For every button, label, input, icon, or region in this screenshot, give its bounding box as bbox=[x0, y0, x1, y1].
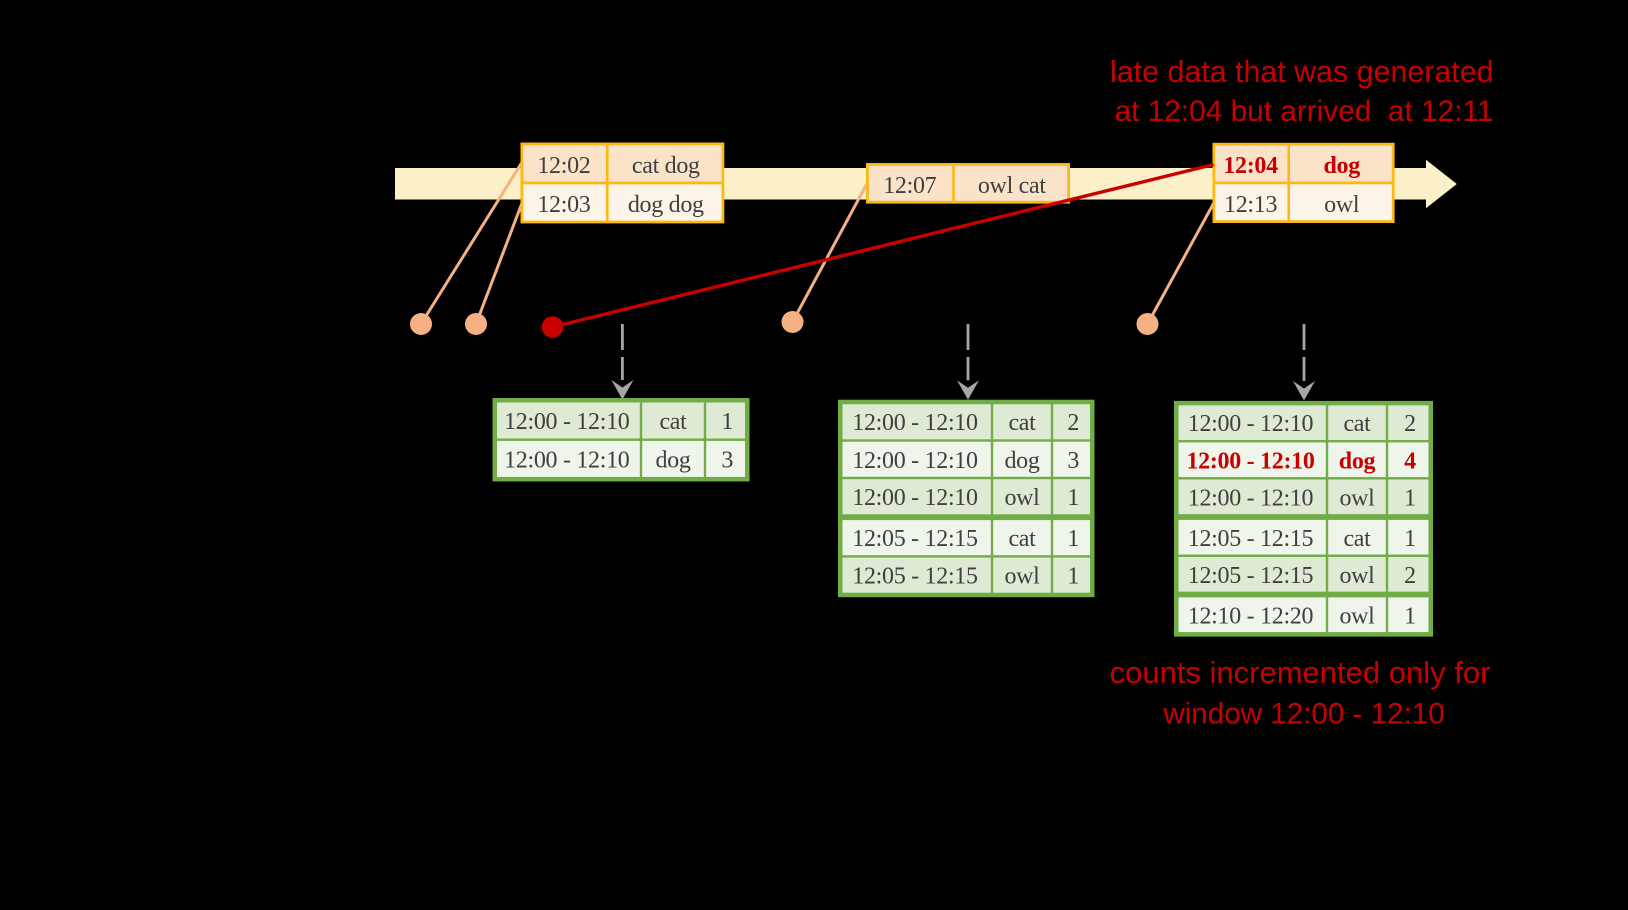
svg-text:owl: owl bbox=[1004, 485, 1040, 511]
svg-text:owl: owl bbox=[1339, 603, 1375, 629]
svg-text:12:00 - 12:10: 12:00 - 12:10 bbox=[504, 409, 630, 435]
svg-text:cat: cat bbox=[1343, 411, 1371, 437]
svg-text:12:03: 12:03 bbox=[537, 192, 590, 218]
svg-text:12:00 - 12:10: 12:00 - 12:10 bbox=[852, 410, 978, 436]
svg-text:12:05 - 12:15: 12:05 - 12:15 bbox=[1188, 563, 1314, 589]
svg-text:12:00 - 12:10: 12:00 - 12:10 bbox=[504, 447, 630, 473]
svg-text:1: 1 bbox=[1404, 526, 1416, 552]
svg-text:3: 3 bbox=[1067, 448, 1079, 474]
svg-text:cat dog: cat dog bbox=[632, 153, 700, 179]
svg-text:12:02: 12:02 bbox=[537, 153, 590, 179]
svg-text:2: 2 bbox=[1404, 563, 1416, 589]
svg-text:12:00 - 12:10: 12:00 - 12:10 bbox=[852, 485, 978, 511]
svg-text:at 12:04 but arrived at 12:11: at 12:04 but arrived at 12:11 bbox=[1115, 95, 1494, 128]
svg-text:2: 2 bbox=[1404, 411, 1416, 437]
svg-text:12:07: 12:07 bbox=[883, 173, 936, 199]
svg-text:1: 1 bbox=[1067, 564, 1079, 590]
svg-text:cat: cat bbox=[1343, 526, 1371, 552]
svg-text:owl: owl bbox=[1324, 192, 1360, 218]
svg-text:dog: dog bbox=[1323, 153, 1360, 179]
svg-text:dog: dog bbox=[655, 447, 690, 473]
svg-text:12:05 - 12:15: 12:05 - 12:15 bbox=[852, 526, 978, 552]
svg-text:3: 3 bbox=[721, 447, 733, 473]
svg-text:cat: cat bbox=[1008, 410, 1036, 436]
svg-text:12:00 - 12:10: 12:00 - 12:10 bbox=[1188, 411, 1314, 437]
svg-text:cat: cat bbox=[659, 409, 687, 435]
svg-text:1: 1 bbox=[1067, 526, 1079, 552]
svg-text:owl: owl bbox=[1339, 563, 1375, 589]
svg-text:2: 2 bbox=[1067, 410, 1079, 436]
svg-text:dog dog: dog dog bbox=[628, 192, 704, 218]
svg-text:owl cat: owl cat bbox=[978, 173, 1047, 199]
svg-text:late data that was generated: late data that was generated bbox=[1110, 55, 1494, 89]
svg-text:4: 4 bbox=[1404, 448, 1416, 474]
svg-text:1: 1 bbox=[721, 409, 733, 435]
svg-text:cat: cat bbox=[1008, 526, 1036, 552]
svg-text:12:13: 12:13 bbox=[1224, 192, 1277, 218]
svg-text:dog: dog bbox=[1339, 448, 1376, 474]
svg-text:1: 1 bbox=[1067, 485, 1079, 511]
svg-text:12:10 - 12:20: 12:10 - 12:20 bbox=[1188, 603, 1314, 629]
svg-text:12:05 - 12:15: 12:05 - 12:15 bbox=[852, 564, 978, 590]
svg-text:owl: owl bbox=[1004, 564, 1040, 590]
svg-text:dog: dog bbox=[1004, 448, 1039, 474]
svg-text:owl: owl bbox=[1339, 485, 1375, 511]
svg-text:1: 1 bbox=[1404, 485, 1416, 511]
svg-text:1: 1 bbox=[1404, 603, 1416, 629]
svg-text:12:00 - 12:10: 12:00 - 12:10 bbox=[1188, 485, 1314, 511]
svg-text:12:04: 12:04 bbox=[1223, 153, 1278, 179]
svg-text:12:05 - 12:15: 12:05 - 12:15 bbox=[1188, 526, 1314, 552]
svg-text:12:00 - 12:10: 12:00 - 12:10 bbox=[1186, 448, 1314, 474]
svg-text:counts incremented only for: counts incremented only for bbox=[1110, 655, 1491, 690]
svg-text:window 12:00 - 12:10: window 12:00 - 12:10 bbox=[1162, 698, 1444, 731]
svg-text:12:00 - 12:10: 12:00 - 12:10 bbox=[852, 448, 978, 474]
